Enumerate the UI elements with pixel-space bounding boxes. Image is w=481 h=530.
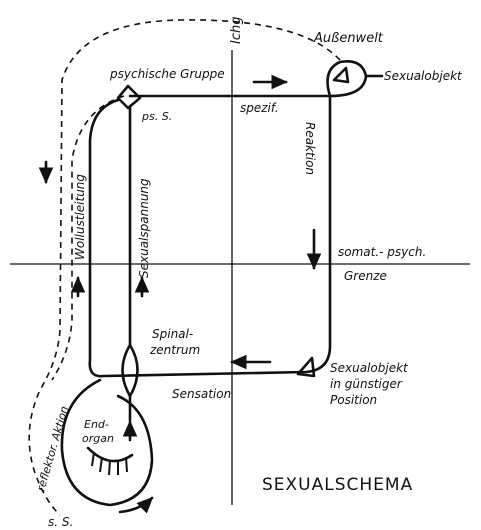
label-ps-s: ps. S. — [141, 110, 172, 123]
label-psychische-gruppe: psychische Gruppe — [109, 67, 225, 81]
label-sexualobjekt-gunstig-3: Position — [330, 393, 377, 407]
label-grenze: Grenze — [344, 269, 387, 283]
label-sexualspannung: Sexualspannung — [137, 178, 151, 278]
label-somat-psych: somat.- psych. — [338, 245, 426, 259]
label-spinal: Spinal- — [152, 327, 193, 341]
label-reflektor-aktion: reflektor. Aktion — [34, 405, 71, 493]
label-end: End- — [84, 418, 109, 431]
label-spezif: spezif. — [240, 101, 279, 115]
dashed-reflex-path — [52, 96, 124, 380]
main-circuit-path — [90, 96, 330, 376]
endorgan-hatch — [88, 448, 132, 475]
label-organ: organ — [82, 432, 114, 445]
dashed-feedback-path — [29, 20, 340, 515]
label-reaktion: Reaktion — [303, 122, 317, 175]
spinal-center-shape — [123, 345, 138, 396]
label-wollustleitung: Wollustleitung — [73, 174, 87, 260]
label-sensation: Sensation — [172, 387, 231, 401]
label-ichg: Ichg — [229, 17, 244, 44]
label-zentrum: zentrum — [149, 343, 200, 357]
label-sexualobjekt-gunstig-1: Sexualobjekt — [330, 361, 409, 375]
label-s-s: s. S. — [48, 515, 73, 529]
label-aussenwelt: Außenwelt — [313, 31, 384, 46]
diagram-title: SEXUALSCHEMA — [262, 475, 413, 495]
label-sexualobjekt: Sexualobjekt — [384, 69, 463, 83]
label-sexualobjekt-gunstig-2: in günstiger — [330, 377, 403, 391]
sexualobjekt-triangle — [334, 68, 348, 82]
